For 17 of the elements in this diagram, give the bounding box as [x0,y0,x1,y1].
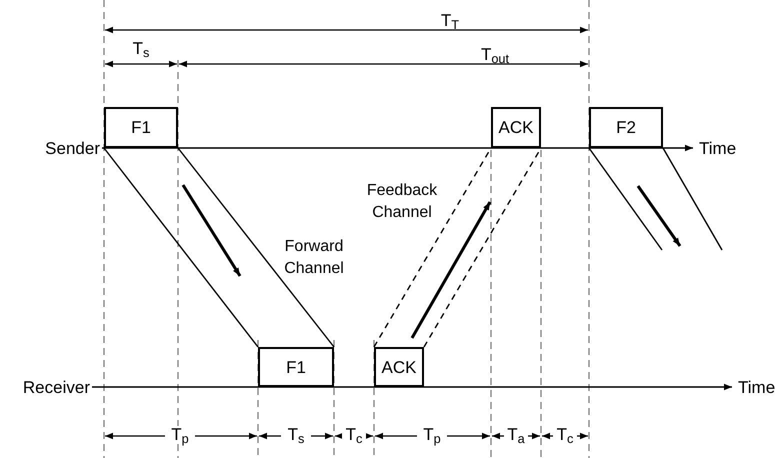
frame-box: F1 [104,107,178,148]
time-label: T$_{a}$ [504,426,528,443]
signal-line [588,148,663,250]
frame-box: F1 [258,347,334,387]
time-label: T$_{c}$ [553,426,577,443]
signal-line [177,148,335,348]
signal-line [662,148,723,250]
channel-label: Feedback Channel [366,181,438,223]
frame-box: F2 [589,107,663,148]
time-label: T$_{c}$ [342,426,366,443]
frame-box: ACK [374,347,424,387]
channel-label: Forward Channel [283,237,345,279]
frame-box: ACK [491,107,541,148]
timeline-arrow [102,144,693,152]
signal-line [103,148,259,348]
time-label: T$_{s}$ [281,426,311,443]
timeline-arrow [92,384,732,390]
